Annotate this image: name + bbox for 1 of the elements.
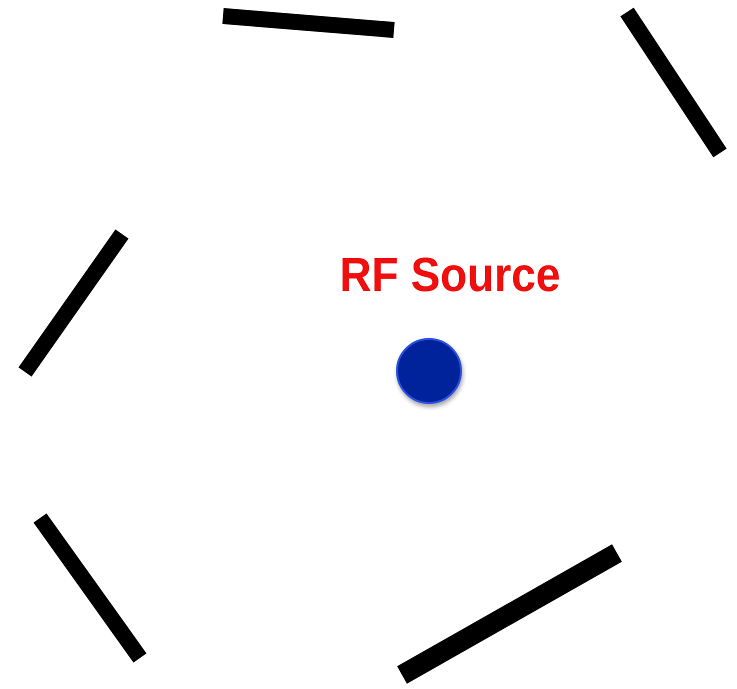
source-label: RF Source bbox=[338, 248, 562, 303]
